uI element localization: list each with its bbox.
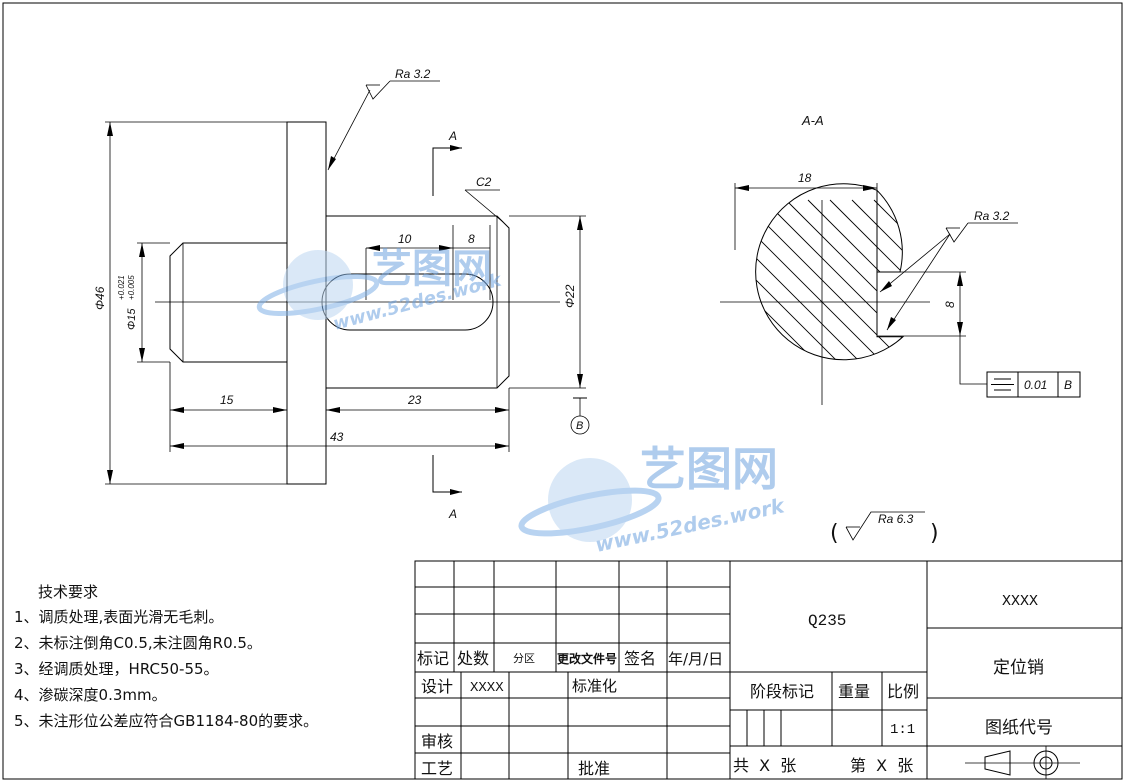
section-mark-bottom: A [448,507,457,521]
section-cut-marks: A A [432,129,462,521]
tb-company: XXXX [1002,593,1038,610]
svg-text:艺图网: 艺图网 [372,246,492,292]
tb-process: 工艺 [421,759,453,778]
tb-drawing-no: 图纸代号 [985,718,1053,738]
roughness-general-text: Ra 6.3 [878,512,914,526]
dim-right-len-text: 23 [407,393,422,407]
tb-scale-value: 1:1 [890,722,915,738]
tb-weight: 重量 [838,682,870,701]
tb-approve: 批准 [578,759,610,778]
svg-text:艺图网: 艺图网 [640,442,778,496]
section-outline [755,183,905,361]
section-hatching [755,199,903,360]
tb-change-doc: 更改文件号 [557,651,617,666]
tb-stage-mark: 阶段标记 [750,682,814,701]
dim-slot-width-text: 8 [468,232,475,246]
chamfer-note: C2 [464,175,504,223]
tb-design: 设计 [421,677,453,696]
section-label: A-A [801,113,824,128]
dim-section-slot-text: 8 [943,301,957,308]
tb-review: 审核 [421,732,453,751]
gtol-value-text: 0.01 [1024,378,1047,392]
tb-part-name: 定位销 [993,658,1044,678]
tech-req-item: 1、调质处理,表面光滑无毛刺。 [14,608,223,626]
tol-upper-text: +0.021 [117,275,126,300]
watermark-1: 艺图网 www.52des.work [256,246,504,335]
tb-sheet-no: 第 X 张 [850,756,913,775]
dim-slot-len-text: 10 [398,232,412,246]
front-view [155,121,560,485]
section-view [720,183,930,405]
dim-pin-dia-text: Φ22 [563,284,577,308]
dim-section-slot: 8 [877,271,966,337]
dim-shaft-dia-text: Φ15 [126,308,138,330]
tech-req-item: 4、渗碳深度0.3mm。 [14,686,167,704]
tb-standard: 标准化 [572,677,617,695]
roughness-flange-text: Ra 3.2 [395,67,431,81]
tb-sheets-total: 共 X 张 [733,756,796,775]
gtol-datum-text: B [1064,378,1072,392]
tech-req-item: 5、未注形位公差应符合GB1184-80的要求。 [14,712,318,730]
roughness-section: Ra 3.2 [879,209,1018,331]
dim-lengths: 15 23 43 [169,362,510,452]
datum-b-symbol: B [570,397,590,435]
gtol-frame: 0.01 B [959,336,1081,398]
title-block: 标记 处数 分区 更改文件号 签名 年/月/日 设计 XXXX 标准化 审核 工… [414,560,1123,780]
dim-section-flat: 18 [734,171,878,250]
dim-slot: 10 8 [365,225,491,300]
tb-count: 处数 [457,649,489,668]
paren-close: ) [930,521,939,546]
dim-outer-diameter: Φ46 [93,121,287,485]
dim-total-len-text: 43 [330,430,344,444]
roughness-flange: Ra 3.2 [327,67,440,171]
tb-date: 年/月/日 [668,650,723,668]
tech-req-title: 技术要求 [38,583,98,601]
dim-left-len-text: 15 [220,393,234,407]
dim-outer-dia-text: Φ46 [93,286,107,310]
watermark-2: 艺图网 www.52des.work [518,442,788,557]
tech-req-item: 2、未标注倒角C0.5,未注圆角R0.5。 [14,634,262,652]
section-mark-top: A [448,129,457,143]
tb-mark: 标记 [417,649,449,668]
tb-zone: 分区 [513,652,535,665]
dim-pin-diameter: Φ22 [509,215,586,389]
roughness-section-text: Ra 3.2 [974,209,1010,223]
datum-text: B [576,420,583,432]
tol-lower-text: +0.005 [127,275,136,300]
projection-symbol-icon [965,746,1080,779]
roughness-general: ( Ra 6.3 ) [830,511,939,546]
chamfer-text: C2 [476,175,492,189]
tech-requirements: 技术要求 1、调质处理,表面光滑无毛刺。 2、未标注倒角C0.5,未注圆角R0.… [14,583,318,730]
tb-material: Q235 [808,612,846,630]
tb-signature: 签名 [624,649,656,668]
dim-section-flat-text: 18 [798,171,812,185]
tech-req-item: 3、经调质处理，HRC50-55。 [14,660,219,678]
left-shaft-outline [169,242,287,363]
dim-shaft-diameter: Φ15 +0.021 +0.005 [117,242,170,363]
tb-scale: 比例 [887,682,919,701]
paren-open: ( [830,521,839,546]
tb-designer: XXXX [470,680,504,696]
